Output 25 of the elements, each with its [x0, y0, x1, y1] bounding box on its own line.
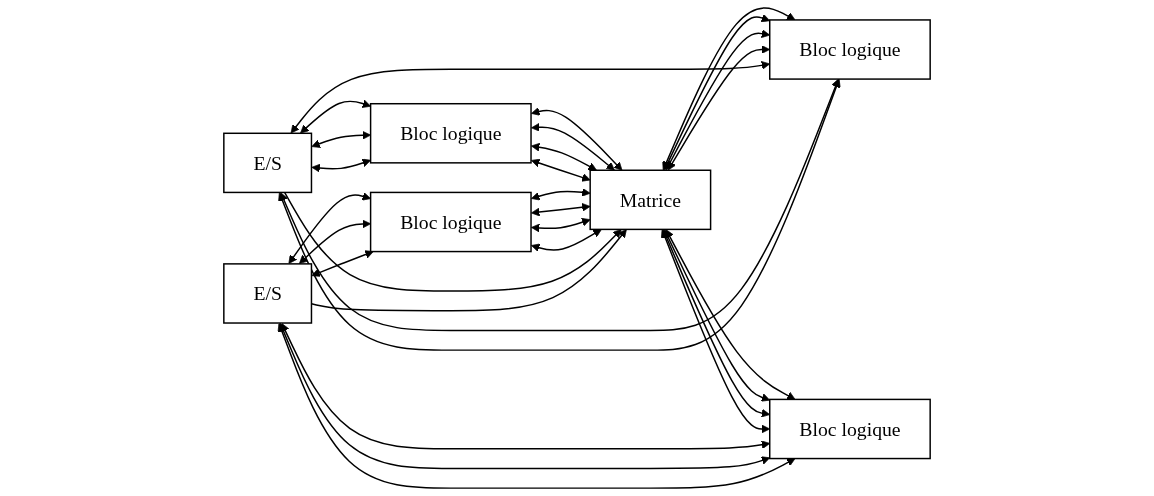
arrow	[531, 203, 591, 217]
arrow	[531, 123, 615, 171]
arrow	[311, 158, 371, 173]
node-box: Matrice	[589, 169, 712, 231]
arrow	[299, 219, 371, 264]
arrow	[288, 192, 371, 264]
node-box: E/S	[223, 132, 313, 194]
node-box: Bloc logique	[769, 398, 931, 460]
node-box: E/S	[223, 263, 313, 324]
node-box: Bloc logique	[769, 19, 931, 80]
arrow	[300, 99, 371, 134]
arrow	[531, 142, 597, 171]
arrow	[277, 323, 796, 489]
arrow	[531, 107, 623, 171]
arrow	[311, 250, 374, 277]
arrow	[283, 191, 622, 292]
arrow	[531, 218, 591, 233]
node-box: Bloc logique	[369, 103, 532, 164]
arrow	[662, 7, 796, 171]
arrow	[531, 188, 591, 201]
node-box: Bloc logique	[369, 191, 532, 253]
arrow	[311, 130, 371, 148]
arrow	[531, 158, 591, 182]
arrow	[665, 229, 796, 400]
arrow	[531, 229, 602, 252]
